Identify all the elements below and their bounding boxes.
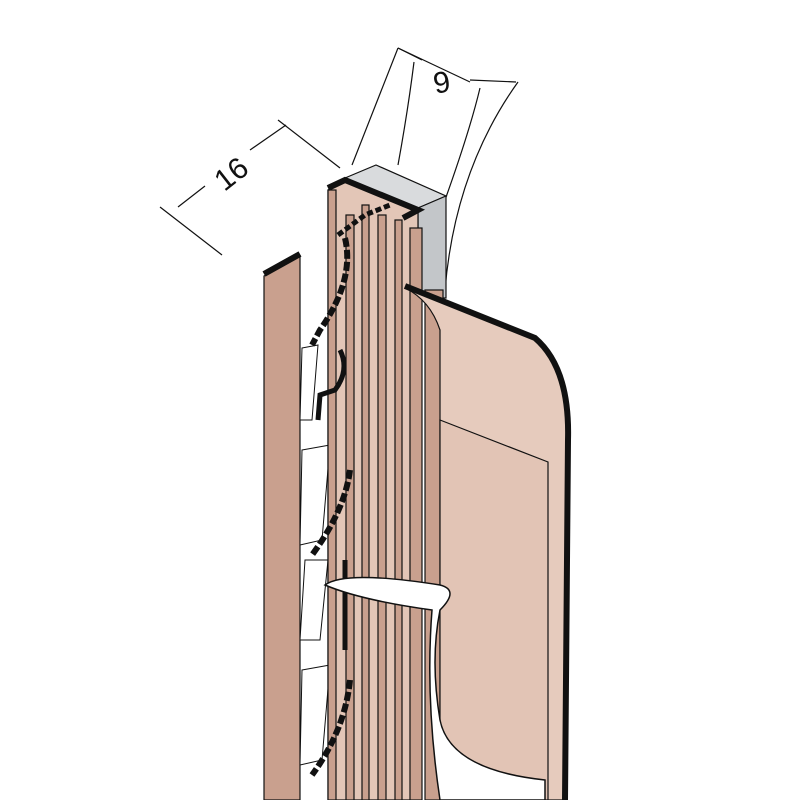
right-flap [403,283,572,800]
depth-dimension-label: 9 [431,65,453,100]
width-dimension-label: 16 [208,151,255,198]
profile-body [309,176,444,800]
left-flange [262,251,331,800]
dimension-lines [159,47,519,291]
foam-strip [323,576,546,800]
